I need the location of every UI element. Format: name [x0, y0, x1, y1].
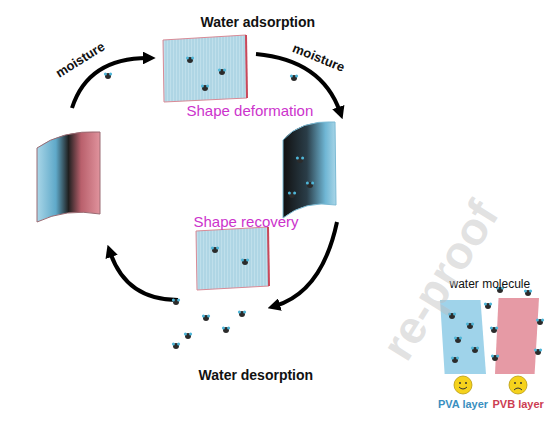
bent-film	[37, 132, 100, 222]
pvb-edge	[268, 227, 269, 286]
cycle-arrow	[110, 252, 178, 300]
pvb-edge	[246, 35, 247, 98]
process-label: Shape recovery	[194, 214, 299, 231]
water-molecules	[104, 57, 314, 350]
sad-face	[509, 376, 527, 394]
happy-face	[454, 376, 472, 394]
moisture-label: moisture	[53, 40, 107, 81]
process-label: Shape deformation	[187, 103, 314, 120]
layer-swatch	[495, 298, 539, 374]
legend-label: PVB layer	[493, 398, 544, 410]
cycle-arrow	[275, 222, 337, 306]
bent-film	[283, 122, 336, 218]
legend-molecules	[448, 287, 544, 364]
stage-title: Water adsorption	[201, 15, 316, 30]
moisture-label: moisture	[290, 41, 346, 75]
stage-title: Water desorption	[199, 368, 314, 383]
flat-film	[163, 35, 247, 102]
legend-label: PVA layer	[438, 398, 488, 410]
flat-film	[196, 227, 269, 290]
